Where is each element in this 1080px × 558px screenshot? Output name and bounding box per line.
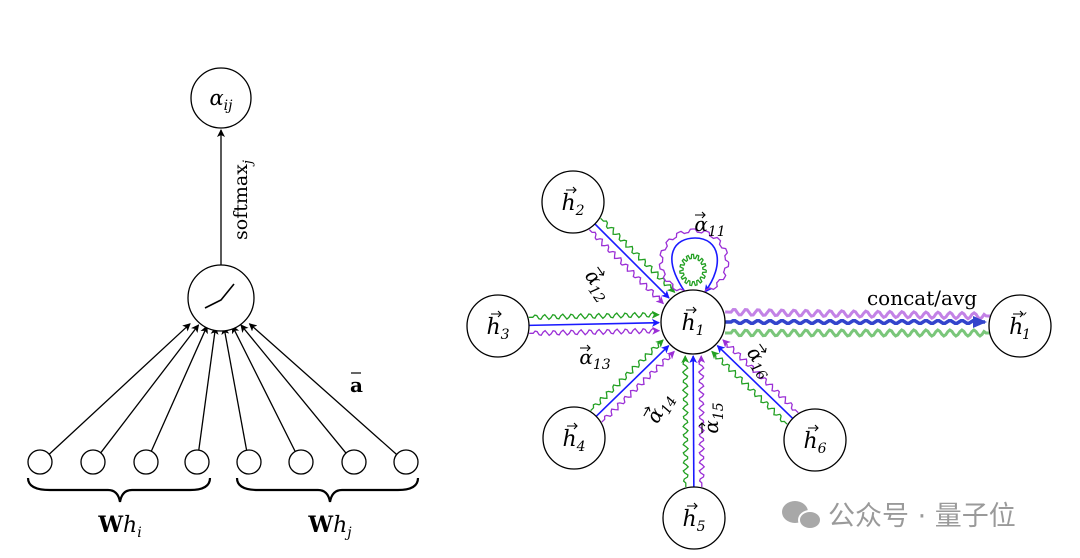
head-blue-edge bbox=[689, 354, 698, 488]
head-green-edge bbox=[590, 339, 664, 412]
node-h3 bbox=[466, 294, 530, 358]
output-blue-arrow bbox=[725, 316, 987, 328]
input-edge bbox=[150, 325, 208, 452]
leakyrelu-node bbox=[187, 264, 255, 332]
alpha-11-label: α11 bbox=[694, 211, 726, 240]
node-h2 bbox=[541, 170, 605, 234]
node-label: h1 bbox=[681, 311, 704, 339]
head-purple-edge bbox=[722, 339, 799, 414]
input-edge bbox=[198, 326, 219, 451]
input-feature-node bbox=[393, 449, 419, 475]
input-edge bbox=[240, 324, 347, 454]
graph-nodes: h1 h2 h3 h4 h5 h6 h′1 bbox=[466, 170, 1052, 550]
concat-avg-label: concat/avg bbox=[867, 286, 977, 310]
self-loop-green bbox=[679, 253, 707, 287]
alpha-14-label: α14 bbox=[641, 388, 681, 429]
brace-i bbox=[26, 477, 212, 503]
head-green-edge bbox=[528, 310, 660, 321]
vector-arrow-icon bbox=[1013, 310, 1024, 318]
node-h5 bbox=[662, 486, 726, 550]
output-purple bbox=[725, 307, 991, 321]
node-label: h3 bbox=[486, 315, 509, 343]
vector-arrow-icon bbox=[491, 310, 502, 318]
vector-arrow-icon bbox=[808, 424, 819, 432]
wh-i-label: Whi bbox=[97, 512, 141, 541]
alpha-ij-label: αij bbox=[209, 86, 233, 114]
input-edges bbox=[48, 323, 398, 455]
self-loop-blue bbox=[671, 237, 719, 293]
svg-text:α11: α11 bbox=[694, 212, 725, 240]
alpha-12-label: α12 bbox=[577, 265, 618, 307]
head-purple-edge bbox=[588, 229, 665, 305]
input-feature-node bbox=[27, 449, 53, 475]
node-h4 bbox=[542, 406, 606, 470]
input-feature-node bbox=[80, 449, 106, 475]
input-feature-node bbox=[236, 449, 262, 475]
svg-text:α16: α16 bbox=[739, 342, 780, 384]
weight-vector-label: a bbox=[350, 373, 363, 397]
brace-j bbox=[235, 477, 420, 503]
node-label: h5 bbox=[682, 507, 705, 535]
head-purple-edge bbox=[529, 326, 661, 337]
head-green-edge bbox=[711, 350, 788, 425]
wechat-icon bbox=[782, 501, 822, 530]
input-edge bbox=[100, 324, 200, 454]
alpha-ij-node bbox=[190, 67, 252, 129]
head-blue-edge bbox=[528, 318, 661, 327]
vector-arrow-icon bbox=[687, 502, 698, 510]
svg-text:α12: α12 bbox=[577, 265, 618, 307]
head-purple-edge bbox=[697, 355, 706, 487]
vector-arrow-icon bbox=[567, 422, 578, 430]
input-edge bbox=[48, 323, 191, 455]
vector-arrow-icon bbox=[566, 186, 577, 194]
input-feature-node bbox=[341, 449, 367, 475]
node-label: h4 bbox=[562, 427, 585, 455]
input-edge bbox=[221, 326, 248, 451]
input-edge bbox=[231, 325, 296, 452]
head-blue-edge bbox=[594, 223, 670, 299]
node-label: h6 bbox=[803, 429, 826, 457]
self-loop-purple bbox=[658, 228, 730, 296]
head-green-edge bbox=[681, 355, 690, 487]
output-green bbox=[725, 328, 990, 338]
attention-edges bbox=[528, 217, 991, 488]
node-label: h′1 bbox=[1009, 309, 1031, 343]
input-edge bbox=[248, 323, 398, 455]
alpha-13-label: α13 bbox=[579, 344, 611, 373]
svg-text:α15: α15 bbox=[699, 402, 727, 433]
head-green-edge bbox=[600, 217, 676, 294]
leakyrelu-icon bbox=[204, 283, 235, 309]
svg-text:公众号 · 量子位: 公众号 · 量子位 bbox=[828, 501, 1016, 532]
output-node-h1-prime bbox=[988, 294, 1052, 358]
alpha-16-label: α16 bbox=[739, 342, 780, 384]
input-feature-node bbox=[288, 449, 314, 475]
svg-text:α14: α14 bbox=[641, 388, 681, 429]
svg-text:α13: α13 bbox=[579, 345, 610, 373]
node-h1 bbox=[660, 289, 726, 355]
head-blue-edge bbox=[595, 345, 670, 417]
vector-arrow-icon bbox=[686, 306, 697, 314]
node-h6 bbox=[783, 408, 847, 472]
input-feature-node bbox=[184, 449, 210, 475]
head-blue-edge bbox=[716, 344, 794, 420]
node-label: h2 bbox=[561, 191, 584, 219]
wh-j-label: Whj bbox=[307, 512, 352, 541]
head-purple-edge bbox=[601, 350, 675, 423]
softmax-label: softmaxj bbox=[230, 160, 256, 240]
watermark: 公众号 · 量子位 bbox=[782, 501, 1016, 532]
input-feature-nodes bbox=[27, 449, 419, 475]
input-feature-node bbox=[133, 449, 159, 475]
alpha-15-label: α15 bbox=[698, 402, 727, 434]
